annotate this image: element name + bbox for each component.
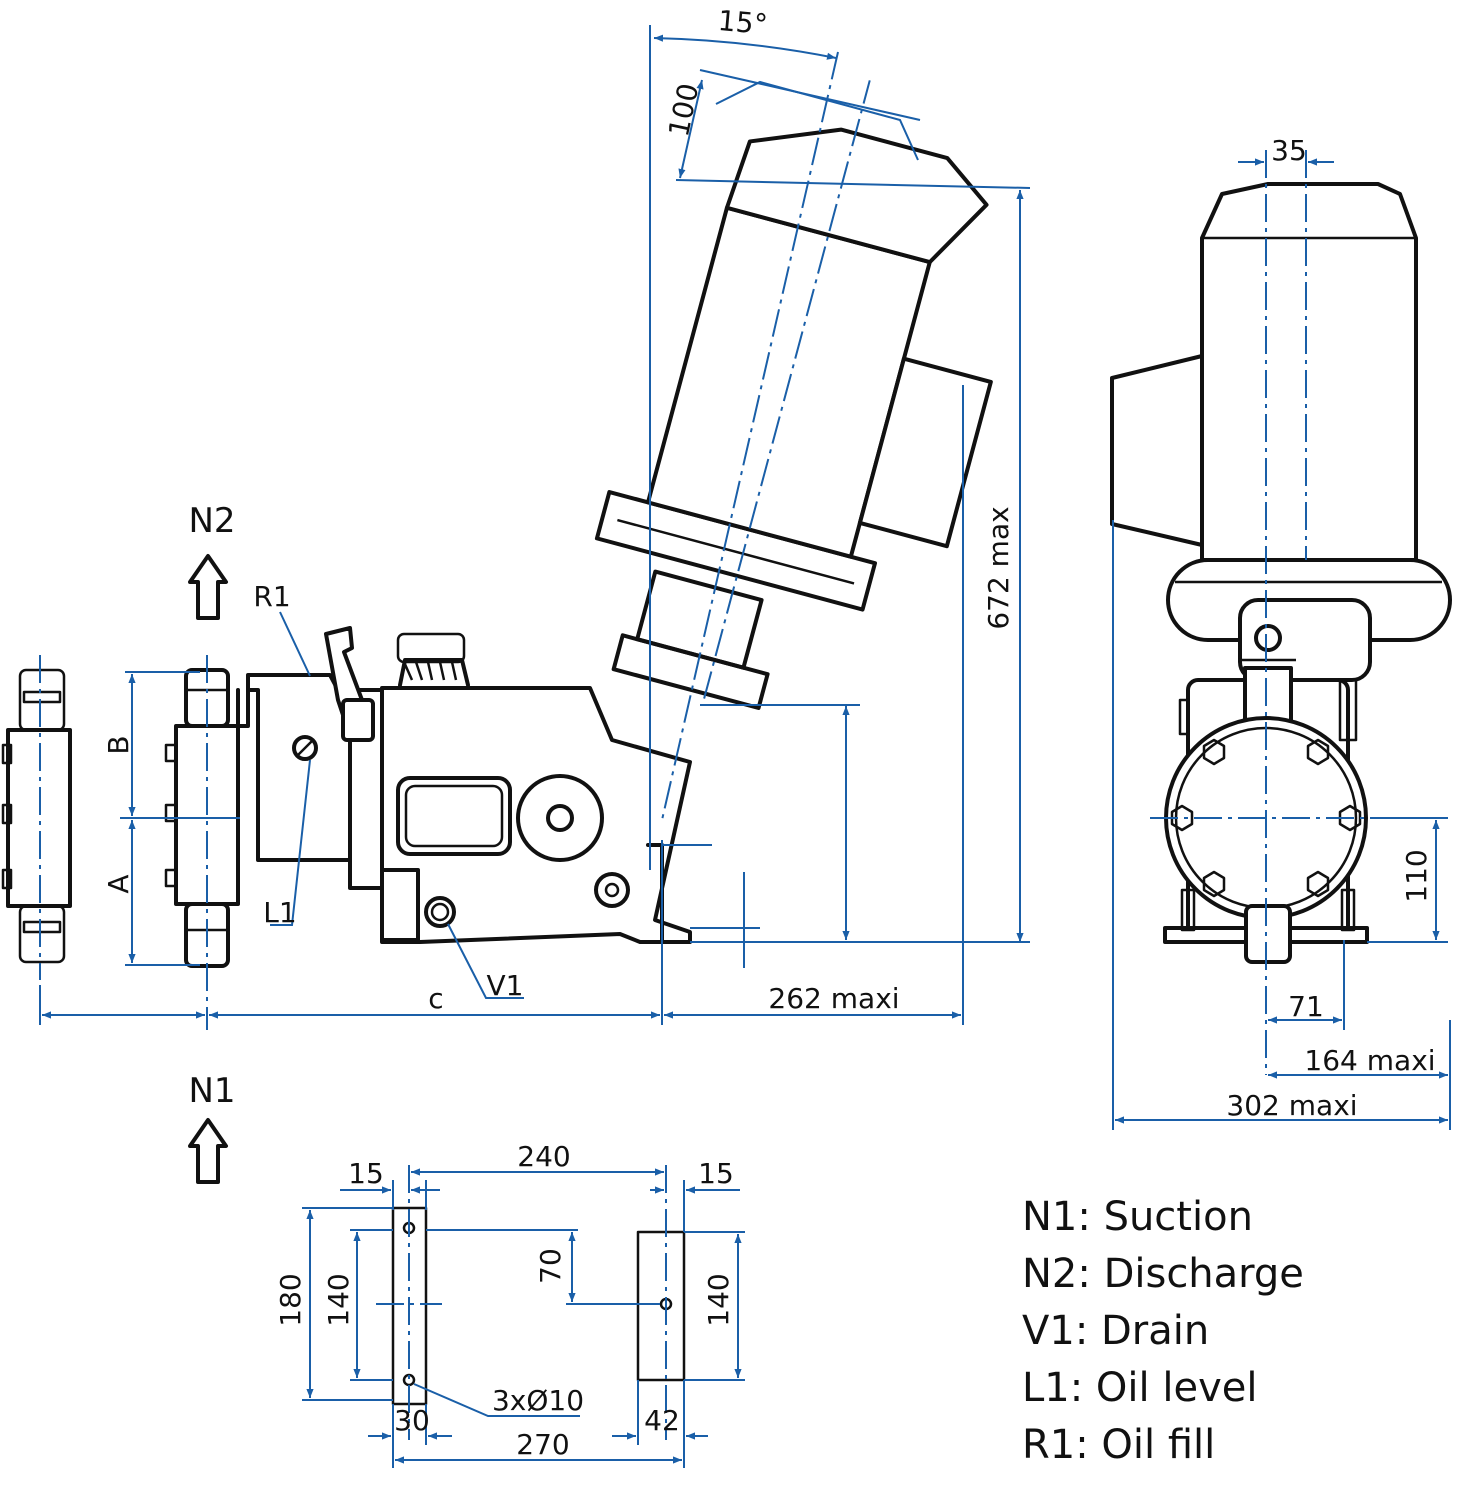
label-n1: N1	[188, 1071, 235, 1111]
dim-axis-height: 110	[1400, 849, 1433, 902]
dim-base-hole-spacing: 240	[517, 1140, 570, 1173]
dim-depth-maxi: 262 maxi	[768, 982, 899, 1015]
gearbox-housing	[380, 632, 692, 944]
right-foot	[636, 1230, 686, 1382]
dim-holes: 3xØ10	[492, 1384, 584, 1417]
label-r1: R1	[253, 580, 290, 613]
base-plan: 15 240 15 180 140 70 140 3xØ10 30 42 270	[274, 1140, 745, 1468]
pump-head-side	[164, 655, 240, 1030]
pump-head-end-view	[1, 655, 72, 980]
dim-half-width-maxi: 164 maxi	[1304, 1044, 1435, 1077]
dim-tilt-clearance: 100	[662, 80, 705, 139]
dim-height-max: 672 max	[982, 506, 1015, 629]
legend-item-v1: V1: Drain	[1022, 1308, 1209, 1354]
dim-base-depth: 180	[274, 1273, 307, 1326]
tilted-motor	[594, 80, 993, 710]
legend: N1: Suction N2: Discharge V1: Drain L1: …	[1022, 1194, 1304, 1468]
legend-item-l1: L1: Oil level	[1022, 1365, 1257, 1411]
legend-item-n2: N2: Discharge	[1022, 1251, 1304, 1297]
angle-dimension	[653, 34, 837, 60]
dim-half-width: 71	[1288, 990, 1324, 1023]
dim-angle: 15°	[717, 4, 769, 41]
dim-base-right-margin: 15	[698, 1157, 734, 1190]
label-c: c	[428, 982, 443, 1015]
dim-left-foot-hole-spacing: 140	[322, 1273, 355, 1326]
intermediate-housing	[236, 626, 420, 942]
label-v1: V1	[487, 969, 524, 1002]
dim-width-maxi: 302 maxi	[1226, 1089, 1357, 1122]
label-b: B	[102, 735, 135, 754]
head-bolts	[1170, 738, 1362, 898]
side-view: N2 N1 R1 L1 V1 c B A 15° 100 672 max 262…	[1, 4, 1031, 1184]
dim-right-foot-width: 42	[644, 1404, 680, 1437]
front-view: 35 110 71 164 maxi 302 maxi	[1110, 134, 1452, 1130]
dim-base-left-margin: 15	[348, 1157, 384, 1190]
dim-right-foot-length: 140	[702, 1273, 735, 1326]
label-a: A	[102, 874, 135, 893]
dim-base-overall: 270	[516, 1428, 569, 1461]
legend-item-r1: R1: Oil fill	[1022, 1422, 1215, 1468]
discharge-arrow-icon	[188, 554, 228, 620]
dim-offset-70: 70	[534, 1248, 567, 1284]
legend-item-n1: N1: Suction	[1022, 1194, 1253, 1240]
dim-left-foot-width: 30	[394, 1404, 430, 1437]
dim-shaft-offset: 35	[1271, 134, 1307, 167]
label-n2: N2	[188, 501, 235, 541]
label-l1: L1	[263, 896, 296, 929]
suction-arrow-icon	[188, 1118, 228, 1184]
